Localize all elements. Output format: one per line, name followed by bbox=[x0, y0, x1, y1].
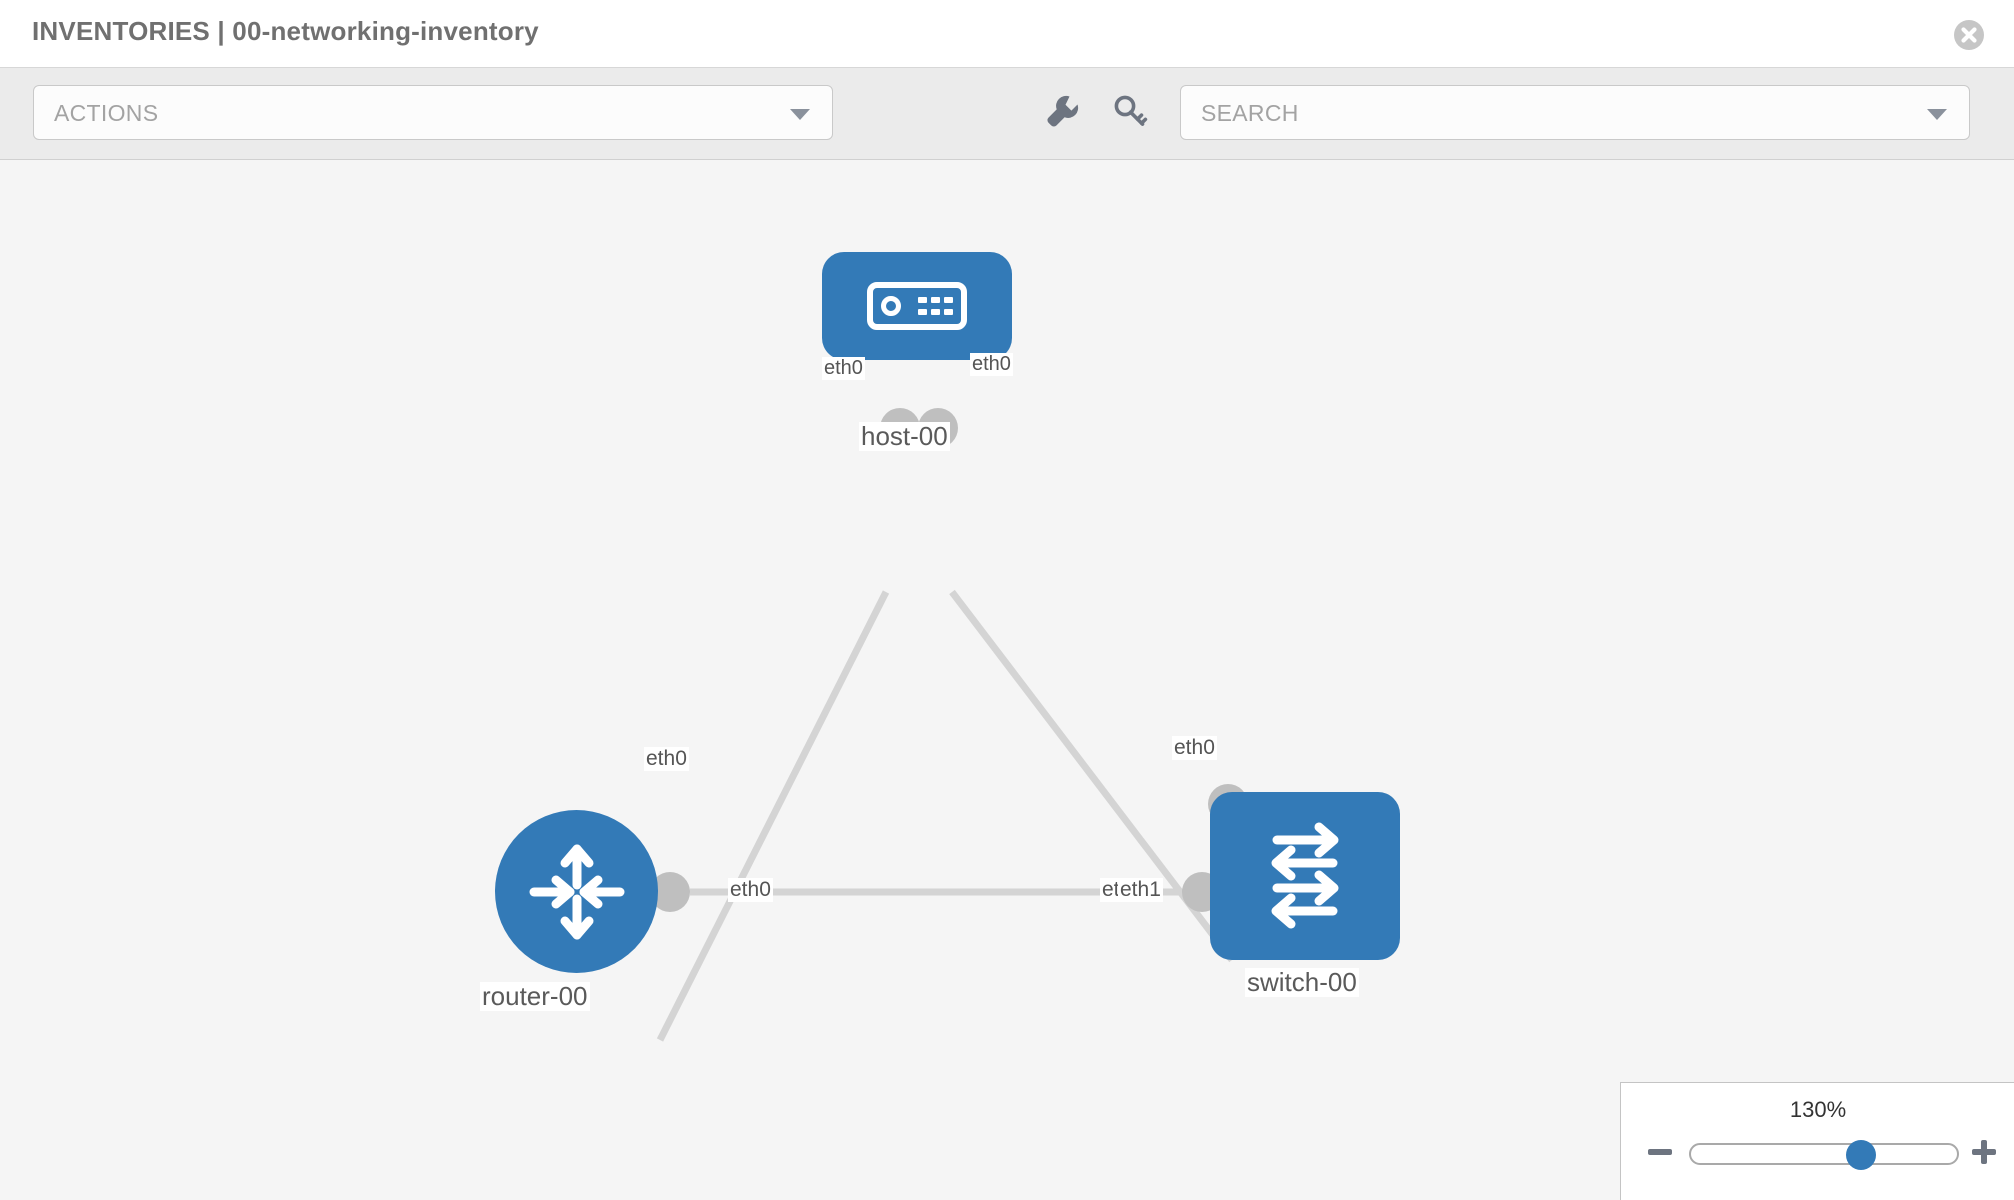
key-icon[interactable] bbox=[1108, 90, 1152, 134]
edge-label-host-left: eth0 bbox=[822, 357, 865, 380]
topology-canvas[interactable]: host-00 bbox=[0, 160, 2014, 1200]
search-input[interactable]: SEARCH bbox=[1180, 85, 1970, 140]
router-node-shape[interactable] bbox=[495, 810, 658, 973]
edge-label-switch-top: eth0 bbox=[1172, 736, 1217, 761]
zoom-level-value: 130% bbox=[1789, 1097, 1847, 1122]
search-placeholder: SEARCH bbox=[1201, 100, 1299, 126]
node-host-00[interactable]: host-00 bbox=[822, 252, 1012, 452]
plus-icon[interactable] bbox=[1969, 1137, 1999, 1167]
node-router-00[interactable]: router-00 bbox=[480, 810, 691, 1030]
host-node-shape[interactable] bbox=[822, 252, 1012, 360]
edge-label-switch-left-eth1: eth1 bbox=[1118, 878, 1163, 903]
edge-label-router-right: eth0 bbox=[728, 878, 773, 903]
node-switch-00[interactable]: switch-00 bbox=[1182, 768, 1402, 1018]
page-title: INVENTORIES | 00-networking-inventory bbox=[32, 16, 539, 46]
switch-arrows-icon bbox=[1271, 822, 1339, 929]
node-label: host-00 bbox=[859, 421, 950, 451]
switch-node-shape[interactable] bbox=[1210, 792, 1400, 960]
toolbar: ACTIONS SEARCH bbox=[0, 68, 2014, 160]
router-arrows-icon bbox=[529, 844, 624, 939]
node-label: router-00 bbox=[480, 981, 590, 1011]
zoom-slider[interactable] bbox=[1689, 1140, 1959, 1170]
actions-dropdown-label: ACTIONS bbox=[54, 100, 159, 126]
edge-label-host-right: eth0 bbox=[970, 353, 1013, 376]
zoom-slider-row bbox=[1621, 1131, 2014, 1175]
wrench-icon[interactable] bbox=[1040, 90, 1084, 134]
edge-label-router-top: eth0 bbox=[644, 747, 689, 772]
close-icon[interactable] bbox=[1954, 20, 1984, 50]
node-label: switch-00 bbox=[1245, 967, 1359, 997]
zoom-control-panel: 130% bbox=[1620, 1082, 2014, 1200]
chevron-down-icon bbox=[790, 109, 810, 120]
page-header: INVENTORIES | 00-networking-inventory bbox=[0, 0, 2014, 68]
server-device-icon bbox=[867, 282, 967, 330]
actions-dropdown[interactable]: ACTIONS bbox=[33, 85, 833, 140]
zoom-slider-thumb[interactable] bbox=[1846, 1140, 1876, 1170]
minus-icon[interactable] bbox=[1645, 1137, 1675, 1167]
chevron-down-icon bbox=[1927, 109, 1947, 120]
